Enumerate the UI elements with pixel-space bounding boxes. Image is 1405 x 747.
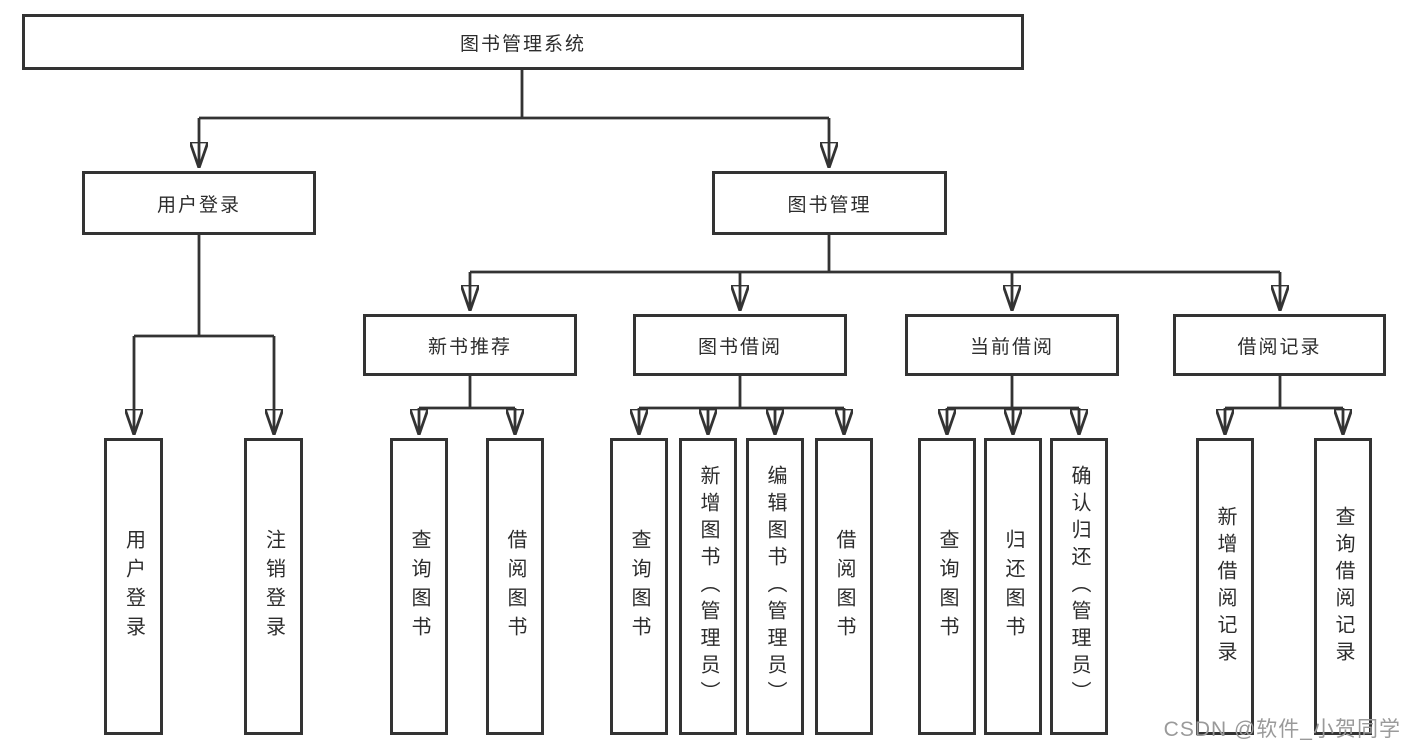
node-label: 借阅记录: [1237, 336, 1322, 358]
leaf-add-borrow-record: 新增借阅记录: [1196, 438, 1254, 735]
leaf-add-books-admin: 新增图书（管理员）: [679, 438, 737, 735]
node-label: 图书借阅: [697, 336, 782, 358]
node-root-library-management-system: 图书管理系统: [22, 14, 1024, 70]
leaf-label: 借阅图书: [833, 528, 855, 645]
leaf-label: 编辑图书（管理员）: [764, 465, 786, 708]
csdn-watermark: CSDN @软件_小贺同学: [1163, 718, 1401, 741]
node-label: 图书管理系统: [459, 33, 586, 55]
node-current-borrowing: 当前借阅: [905, 314, 1119, 376]
node-label: 新书推荐: [427, 336, 512, 358]
leaf-label: 新增借阅记录: [1214, 505, 1236, 668]
leaf-edit-books-admin: 编辑图书（管理员）: [746, 438, 804, 735]
leaf-logout: 注销登录: [244, 438, 303, 735]
leaf-user-login: 用户登录: [104, 438, 163, 735]
leaf-label: 归还图书: [1002, 528, 1024, 645]
leaf-label: 注销登录: [262, 528, 285, 645]
leaf-label: 查询借阅记录: [1332, 505, 1354, 668]
leaf-borrow-books-recommendation: 借阅图书: [486, 438, 544, 735]
node-book-management: 图书管理: [712, 171, 947, 235]
leaf-label: 借阅图书: [504, 528, 526, 645]
leaf-query-borrow-record: 查询借阅记录: [1314, 438, 1372, 735]
node-label: 图书管理: [787, 194, 872, 216]
node-label: 用户登录: [156, 194, 241, 216]
node-user-login: 用户登录: [82, 171, 316, 235]
node-book-borrowing: 图书借阅: [633, 314, 847, 376]
node-label: 当前借阅: [969, 336, 1054, 358]
leaf-query-books-borrowing: 查询图书: [610, 438, 668, 735]
leaf-label: 新增图书（管理员）: [697, 465, 719, 708]
leaf-query-books-recommendation: 查询图书: [390, 438, 448, 735]
leaf-label: 确认归还（管理员）: [1068, 465, 1090, 708]
leaf-borrow-books: 借阅图书: [815, 438, 873, 735]
leaf-label: 查询图书: [408, 528, 430, 645]
leaf-return-books: 归还图书: [984, 438, 1042, 735]
leaf-label: 查询图书: [936, 528, 958, 645]
leaf-query-books-current: 查询图书: [918, 438, 976, 735]
leaf-label: 用户登录: [122, 528, 145, 645]
node-borrowing-records: 借阅记录: [1173, 314, 1386, 376]
leaf-label: 查询图书: [628, 528, 650, 645]
node-new-book-recommendation: 新书推荐: [363, 314, 577, 376]
leaf-confirm-return-admin: 确认归还（管理员）: [1050, 438, 1108, 735]
